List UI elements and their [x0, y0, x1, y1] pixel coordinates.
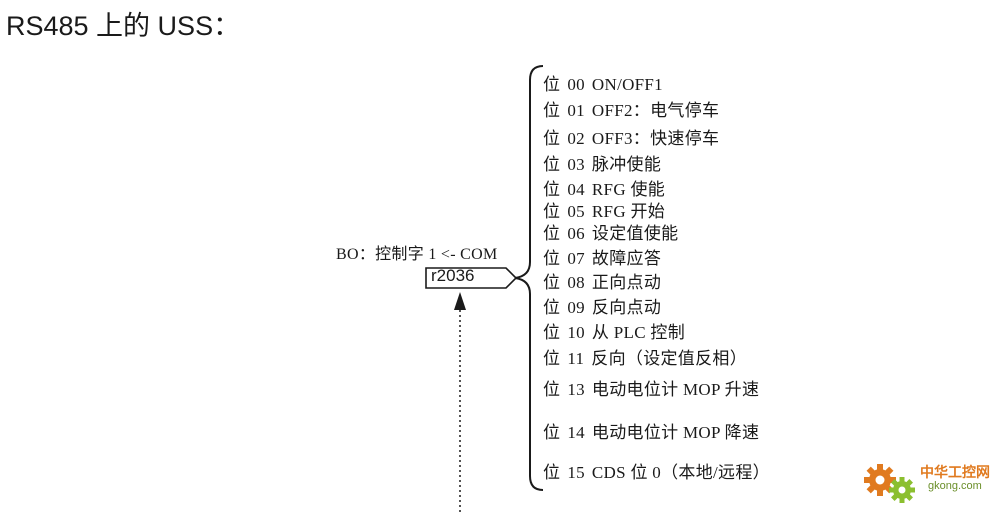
parameter-box-outline — [425, 267, 518, 289]
watermark-name: 中华工控网 — [920, 465, 990, 481]
arrow-head — [454, 292, 466, 310]
parameter-name: r2036 — [431, 266, 475, 285]
bit-brace — [514, 65, 544, 491]
watermark-url: gkong.com — [928, 480, 982, 492]
gear-icon — [864, 464, 915, 503]
parameter-label: BO：控制字 1 <- COM — [336, 246, 498, 263]
watermark-logo: 中华工控网 gkong.com — [862, 458, 1000, 510]
page-title: RS485 上的 USS： — [6, 11, 241, 41]
